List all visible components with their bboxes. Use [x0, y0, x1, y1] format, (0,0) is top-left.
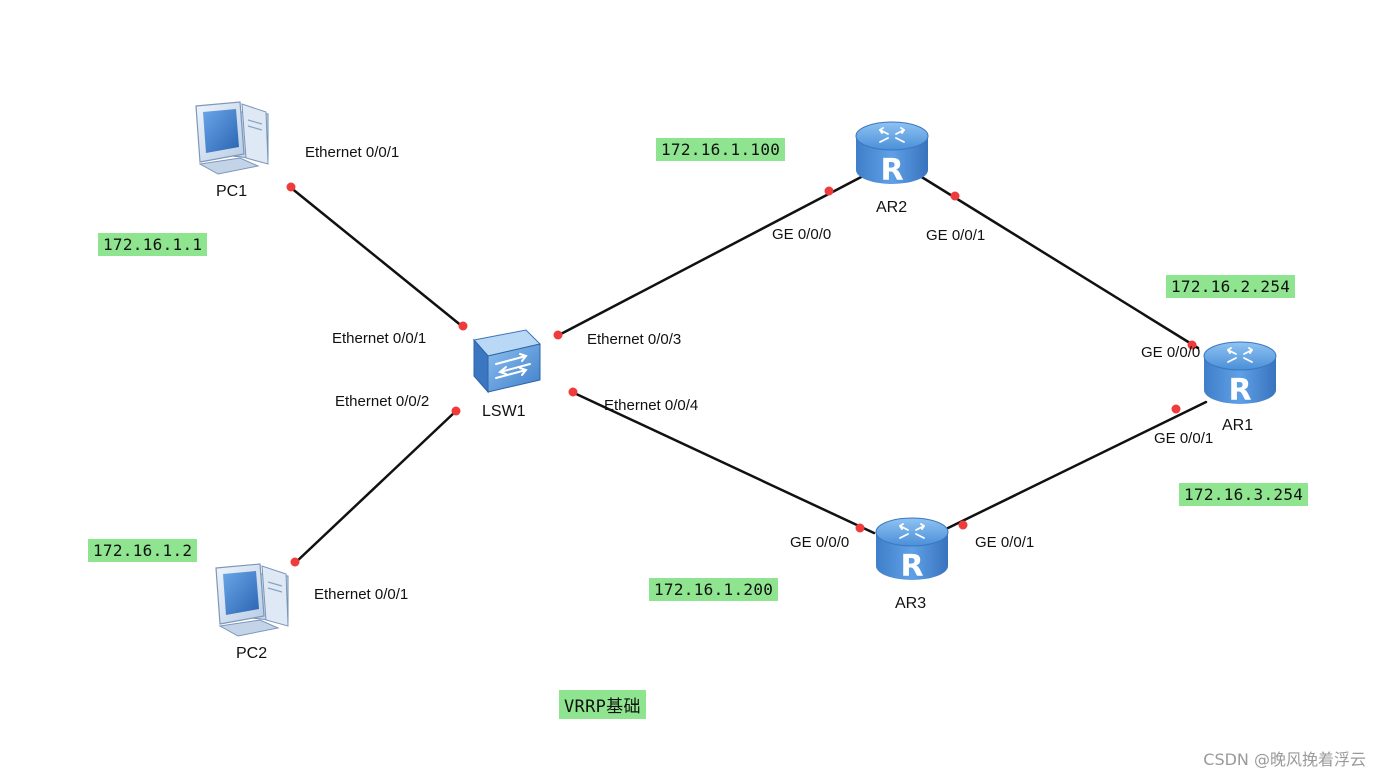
port-dot	[958, 520, 968, 530]
port-dot	[451, 406, 461, 416]
ip-label-ar2: 172.16.1.100	[656, 138, 786, 161]
port-dot	[286, 182, 296, 192]
ip-label-ar1-g1: 172.16.3.254	[1179, 483, 1309, 506]
link-ar3-ar1	[946, 400, 1208, 530]
links	[288, 173, 1208, 565]
link-pc1-lsw1	[288, 185, 465, 329]
pc1-icon[interactable]	[195, 101, 269, 175]
port-dot	[824, 186, 834, 196]
link-pc2-lsw1	[293, 409, 458, 565]
port-label-lsw-e3: Ethernet 0/0/3	[587, 331, 682, 348]
ip-label-pc1: 172.16.1.1	[98, 233, 208, 256]
port-label-ar2-g1: GE 0/0/1	[926, 227, 986, 244]
port-label-ar3-g0: GE 0/0/0	[790, 534, 850, 551]
port-dot	[458, 321, 468, 331]
link-lsw1-ar3	[570, 390, 876, 535]
ip-label-ar1-g0: 172.16.2.254	[1166, 275, 1296, 298]
ip-label-ar3: 172.16.1.200	[649, 578, 779, 601]
port-label-ar1-g0: GE 0/0/0	[1141, 344, 1201, 361]
port-dot	[950, 191, 960, 201]
router-ar1-icon[interactable]: R	[1203, 341, 1277, 408]
port-dot	[568, 387, 578, 397]
port-label-lsw-e2: Ethernet 0/0/2	[335, 393, 430, 410]
port-label-ar2-g0: GE 0/0/0	[772, 226, 832, 243]
device-name-ar2: AR2	[876, 199, 908, 216]
port-label-lsw-e4: Ethernet 0/0/4	[604, 397, 699, 414]
device-name-lsw1: LSW1	[482, 403, 526, 420]
port-label-pc1: Ethernet 0/0/1	[305, 144, 400, 161]
device-name-ar3: AR3	[895, 595, 927, 612]
diagram-title: VRRP基础	[559, 690, 646, 719]
link-ar2-ar1	[918, 174, 1200, 350]
svg-text:R: R	[880, 153, 903, 188]
device-name-ar1: AR1	[1222, 417, 1254, 434]
port-dot	[553, 330, 563, 340]
port-label-ar3-g1: GE 0/0/1	[975, 534, 1035, 551]
watermark: CSDN @晚风挽着浮云	[1203, 750, 1366, 769]
port-dot	[290, 557, 300, 567]
device-name-pc2: PC2	[236, 645, 268, 662]
port-dots	[286, 182, 1197, 567]
port-dot	[1187, 340, 1197, 350]
svg-text:R: R	[1228, 373, 1251, 408]
ip-label-pc2: 172.16.1.2	[88, 539, 198, 562]
device-name-pc1: PC1	[216, 183, 248, 200]
port-dot	[1171, 404, 1181, 414]
svg-text:R: R	[900, 549, 923, 584]
port-label-lsw-e1: Ethernet 0/0/1	[332, 330, 427, 347]
pc2-icon[interactable]	[215, 563, 289, 637]
switch-icon[interactable]	[473, 329, 541, 394]
router-ar2-icon[interactable]: R	[855, 121, 929, 188]
port-label-pc2: Ethernet 0/0/1	[314, 586, 409, 603]
link-lsw1-ar2	[555, 173, 867, 338]
port-label-ar1-g1: GE 0/0/1	[1154, 430, 1214, 447]
router-ar3-icon[interactable]: R	[875, 517, 949, 584]
port-dot	[855, 523, 865, 533]
